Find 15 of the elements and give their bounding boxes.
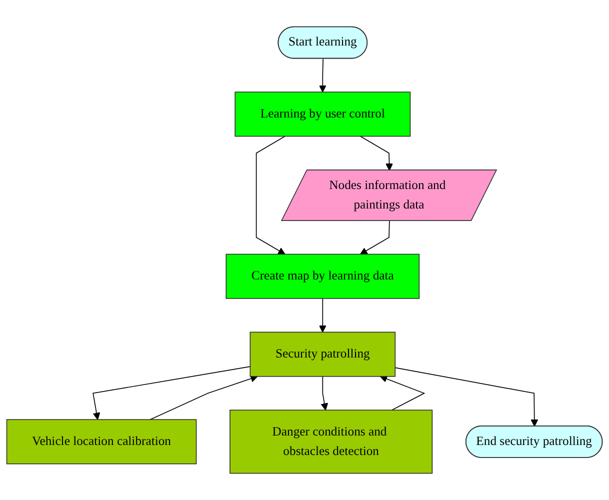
node-box: Danger conditions and obstacles detection xyxy=(230,410,433,474)
arrow xyxy=(394,367,538,427)
node-box: Learning by user control xyxy=(234,92,411,137)
arrow xyxy=(360,136,393,171)
arrow xyxy=(256,136,286,255)
arrow xyxy=(92,366,251,420)
arrow xyxy=(320,376,328,410)
arrow xyxy=(150,375,258,420)
arrow xyxy=(318,298,326,332)
arrow xyxy=(360,220,390,255)
arrow xyxy=(318,58,326,92)
node-box: Create map by learning data xyxy=(226,254,420,299)
arrow xyxy=(380,375,426,410)
node-box: Vehicle location calibration xyxy=(6,419,197,464)
node-box: Security patrolling xyxy=(250,332,396,377)
